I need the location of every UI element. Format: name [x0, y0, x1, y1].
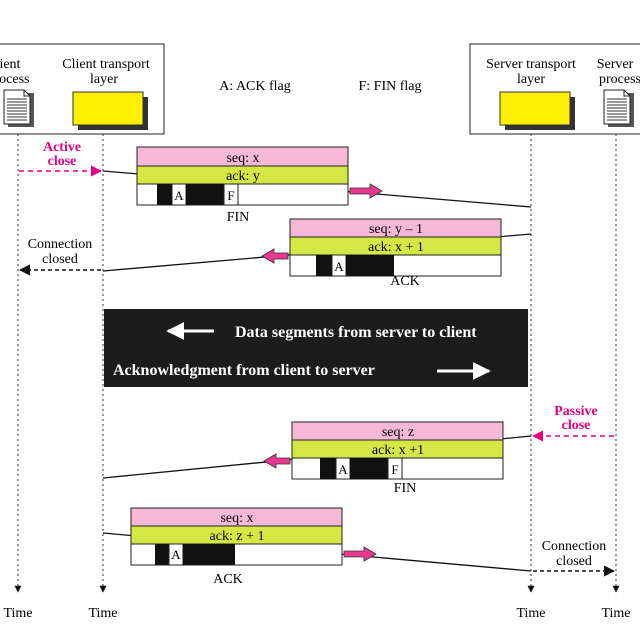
server-document-icon [603, 89, 634, 127]
segment-3-caption: FIN [394, 481, 417, 496]
segment-3-seq: seq: z [382, 425, 414, 440]
segment-2-seq: seq: y – 1 [369, 222, 423, 237]
client-process-label-1: lient [0, 57, 21, 72]
segment-1-flag-a: A [174, 188, 184, 203]
connection-closed-server-2: closed [556, 554, 592, 569]
active-close-label-2: close [48, 154, 77, 169]
segment-4-seq: seq: x [220, 511, 253, 526]
segment-2-direction-arrow [261, 248, 289, 264]
segment-ack-client: seq: x ack: z + 1 A ACK [130, 507, 377, 587]
segment-4-ack: ack: z + 1 [210, 529, 265, 544]
server-transport-label-2: layer [517, 72, 545, 87]
connection-closed-client-1: Connection [28, 237, 93, 252]
client-transport-label-1: Client transport [62, 57, 150, 72]
passive-close-label-1: Passive [554, 404, 598, 419]
connection-closed-client-2: closed [42, 252, 78, 267]
segment-2-ack: ack: x + 1 [368, 240, 424, 255]
client-transport-label-2: layer [90, 72, 118, 87]
time-label-client-process: Time [3, 606, 32, 621]
segment-4-flag-a: A [171, 547, 181, 562]
legend-fin-flag: F: FIN flag [359, 79, 422, 94]
client-transport-box [72, 91, 148, 130]
time-label-client-transport: Time [88, 606, 117, 621]
data-transfer-box: Data segments from server to client Ackn… [104, 309, 528, 387]
time-label-server-transport: Time [516, 606, 545, 621]
segment-4-direction-arrow [343, 546, 377, 562]
acknowledgment-label: Acknowledgment from client to server [113, 362, 375, 379]
segment-1-direction-arrow [349, 183, 383, 199]
server-transport-box [499, 91, 575, 130]
legend-ack-flag: A: ACK flag [219, 79, 291, 94]
segment-1-ack: ack: y [226, 169, 260, 184]
segment-3-direction-arrow [263, 453, 291, 469]
client-document-icon [3, 89, 34, 127]
segment-3-flag-a: A [338, 462, 348, 477]
client-process-label-2: rocess [0, 72, 30, 87]
data-segments-label: Data segments from server to client [235, 324, 477, 341]
segment-3-flag-f: F [391, 462, 398, 477]
segment-1-flag-f: F [227, 188, 234, 203]
server-process-label-1: Server [597, 57, 634, 72]
server-transport-label-1: Server transport [486, 57, 576, 72]
segment-2-flag-a: A [334, 259, 344, 274]
time-label-server-process: Time [601, 606, 630, 621]
segment-ack-server: seq: y – 1 ack: x + 1 A ACK [261, 218, 502, 289]
segment-4-caption: ACK [213, 572, 243, 587]
server-process-label-2: process [599, 72, 640, 87]
passive-close-label-2: close [562, 418, 591, 433]
segment-fin-server: seq: z ack: x +1 A F FIN [263, 421, 504, 496]
segment-2-caption: ACK [390, 274, 420, 289]
segment-3-ack: ack: x +1 [372, 443, 424, 458]
segment-fin-client: seq: x ack: y A F FIN [136, 146, 383, 225]
connection-closed-server-1: Connection [542, 539, 607, 554]
active-close-label-1: Active [43, 140, 81, 155]
segment-1-seq: seq: x [226, 151, 259, 166]
segment-1-caption: FIN [227, 210, 250, 225]
